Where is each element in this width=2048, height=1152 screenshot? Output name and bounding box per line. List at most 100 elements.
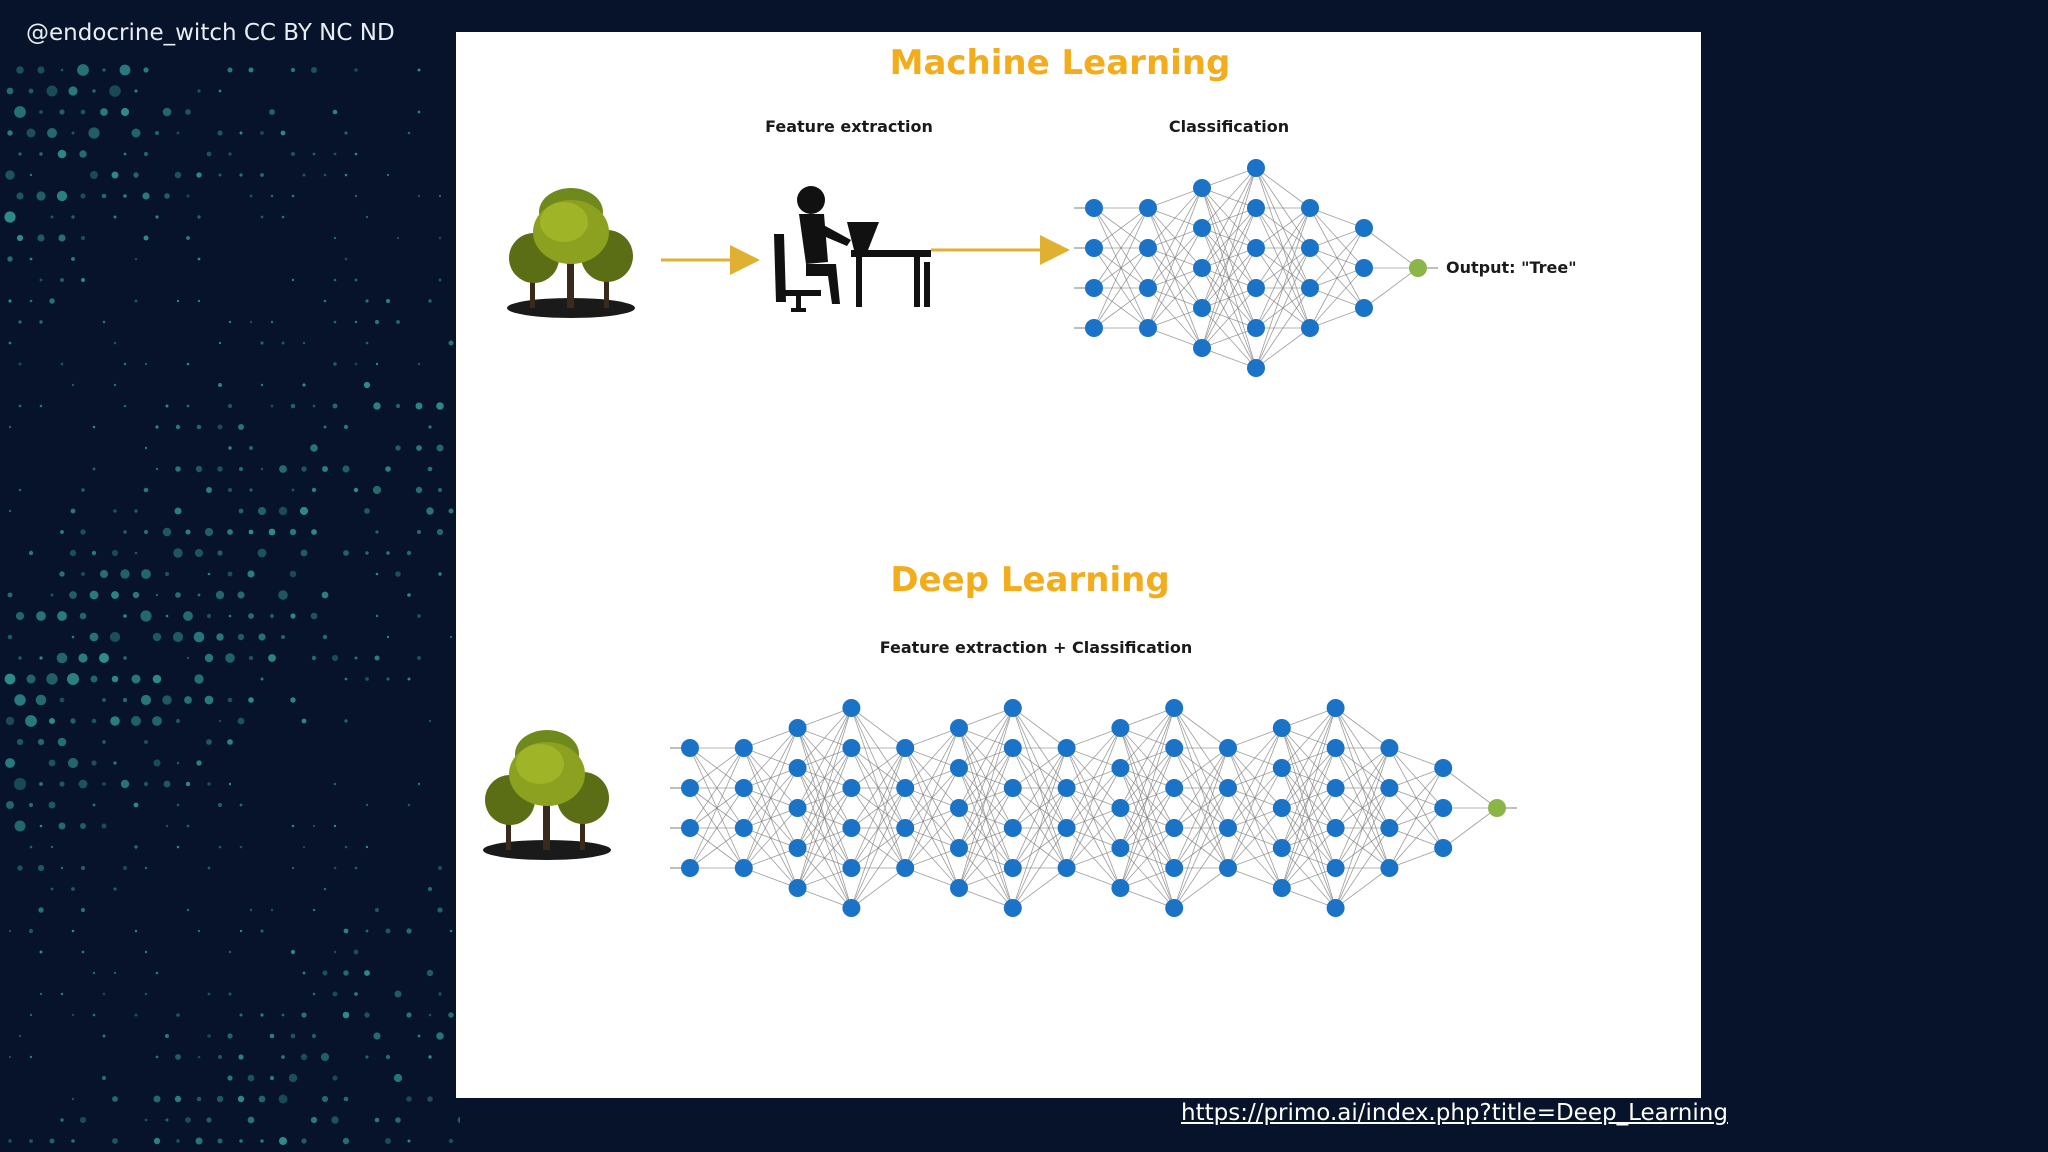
dl-network-edge <box>1281 707 1336 889</box>
background-dot <box>299 506 309 516</box>
background-dot <box>278 590 288 600</box>
background-dot <box>174 171 182 179</box>
background-dot <box>438 572 442 576</box>
background-dot <box>7 634 13 640</box>
background-dot <box>39 782 43 786</box>
dl-network-node <box>1219 819 1237 837</box>
dl-network-edge <box>1389 807 1444 869</box>
dl-network-edge <box>1066 867 1121 889</box>
dl-network-edge <box>1012 827 1067 909</box>
background-dot <box>152 632 162 642</box>
background-dot <box>60 530 64 534</box>
dl-network-node <box>1434 839 1453 857</box>
background-dot <box>173 548 183 558</box>
background-dot <box>111 171 119 179</box>
background-dot <box>218 845 222 849</box>
dl-network-edge <box>797 707 852 889</box>
dl-network-node <box>842 859 861 877</box>
background-dot <box>100 108 108 116</box>
background-dot <box>258 1095 266 1103</box>
background-dot <box>375 362 379 366</box>
background-dot <box>290 67 296 73</box>
dl-network-node <box>950 839 968 857</box>
background-dot <box>155 425 159 429</box>
background-dot <box>29 299 33 303</box>
background-dot <box>206 487 212 493</box>
dl-network-edge <box>1442 807 1498 849</box>
background-dot <box>67 757 79 769</box>
background-dot <box>29 1013 33 1017</box>
background-dot <box>144 530 148 534</box>
background-dot <box>312 908 316 912</box>
background-dot <box>417 614 421 618</box>
credit-text: @endocrine_witch CC BY NC ND <box>26 20 395 46</box>
dl-network-node <box>842 899 861 917</box>
background-dot <box>102 740 106 744</box>
dl-network-node <box>1165 899 1184 917</box>
dl-network-edge <box>797 787 852 889</box>
background-dot <box>92 467 96 471</box>
dl-network-node <box>1003 699 1022 717</box>
background-dot <box>395 403 401 409</box>
background-dot <box>186 656 190 660</box>
person-at-desk-icon <box>774 186 931 312</box>
background-dot <box>365 845 369 849</box>
background-dot <box>375 530 379 534</box>
background-dot <box>385 928 391 934</box>
background-dot <box>228 446 232 450</box>
background-dot <box>426 507 434 515</box>
background-dot <box>71 215 75 219</box>
background-dot <box>59 781 65 787</box>
background-dot <box>207 866 211 870</box>
background-dot <box>301 718 307 724</box>
background-dot <box>134 299 138 303</box>
dl-network-edge <box>851 867 906 909</box>
background-dot <box>281 341 285 345</box>
background-dot <box>144 1118 148 1122</box>
background-dot <box>163 780 171 788</box>
background-dot <box>120 569 130 579</box>
dl-network-edge <box>958 887 1013 909</box>
source-link[interactable]: https://primo.ai/index.php?title=Deep_Le… <box>1181 1100 1728 1126</box>
dl-network-edge <box>797 867 852 889</box>
dl-network-node <box>1003 859 1022 877</box>
dl-network-edge <box>1012 747 1067 789</box>
background-dot <box>354 152 358 156</box>
background-dot <box>79 150 87 158</box>
dl-network-node <box>788 759 807 777</box>
deep-learning-title: Deep Learning <box>890 560 1169 600</box>
background-dot <box>162 107 172 117</box>
background-dot <box>363 381 371 389</box>
background-dot <box>91 550 97 556</box>
background-dot <box>291 824 295 828</box>
background-dot <box>186 194 190 198</box>
background-dot <box>79 1116 87 1124</box>
dl-network-edge <box>1281 827 1336 889</box>
background-dot <box>280 130 286 136</box>
background-dot <box>227 1033 233 1039</box>
background-dot <box>165 1118 169 1122</box>
background-dot <box>289 570 297 578</box>
background-dot <box>152 674 162 684</box>
background-dot <box>113 761 117 765</box>
background-dot <box>69 591 77 599</box>
background-dot <box>56 190 68 202</box>
background-dot <box>7 592 13 598</box>
background-dot <box>375 614 379 618</box>
background-dot <box>354 656 358 660</box>
dl-network-edge <box>797 887 852 909</box>
ml-network-edge <box>1147 187 1203 249</box>
background-dot <box>217 424 223 430</box>
dl-network-edge <box>1120 707 1175 769</box>
background-dot <box>60 992 64 996</box>
background-dot <box>165 1034 169 1038</box>
ml-network-edge <box>1255 207 1311 369</box>
background-dot <box>323 887 327 891</box>
background-dot <box>141 569 151 579</box>
dl-network-edge <box>797 827 852 889</box>
dl-network-node <box>734 819 753 837</box>
dl-network-edge <box>1335 787 1390 909</box>
background-dot <box>155 593 159 597</box>
background-dot <box>197 215 201 219</box>
dl-network-edge <box>958 707 1014 769</box>
